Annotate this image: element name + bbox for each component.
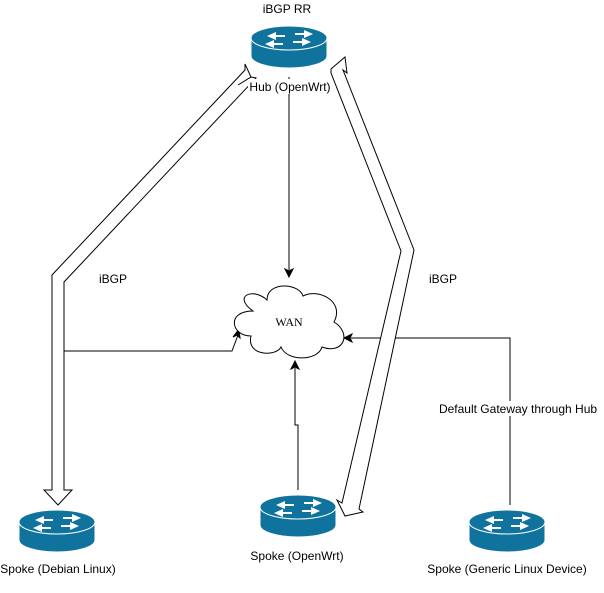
spoke-generic-router	[468, 509, 546, 553]
wan-cloud: WAN	[233, 285, 345, 359]
default-gateway-label: Default Gateway through Hub	[439, 402, 597, 416]
hub-label-bg	[248, 79, 332, 94]
openwrt-spoke-to-wan-link	[289, 359, 301, 490]
ibgp-right-double-arrow	[330, 56, 415, 517]
debian-to-wan-link	[57, 327, 241, 505]
gateway-label-bg	[440, 401, 598, 416]
spoke-openwrt-label: Spoke (OpenWrt)	[250, 549, 343, 563]
router-icon	[250, 25, 328, 69]
generic-spoke-to-wan-link	[342, 332, 511, 505]
spoke-generic-label: Spoke (Generic Linux Device)	[427, 562, 586, 576]
hub-router	[250, 25, 328, 69]
spoke-debian-label: Spoke (Debian Linux)	[0, 562, 115, 576]
router-icon	[259, 494, 337, 538]
spoke-debian-router	[18, 509, 96, 553]
wan-label: WAN	[275, 315, 303, 329]
ibgp-left-double-arrow	[42, 63, 257, 506]
router-icon	[468, 509, 546, 553]
ibgp-right-label: iBGP	[429, 272, 457, 286]
hub-to-wan-link	[283, 77, 295, 279]
spoke-openwrt-router	[259, 494, 337, 538]
cloud-icon	[233, 285, 345, 359]
router-icon	[18, 509, 96, 553]
ibgp-left-label: iBGP	[99, 272, 127, 286]
hub-label: Hub (OpenWrt)	[249, 80, 330, 94]
hub-top-label: iBGP RR	[263, 2, 312, 16]
